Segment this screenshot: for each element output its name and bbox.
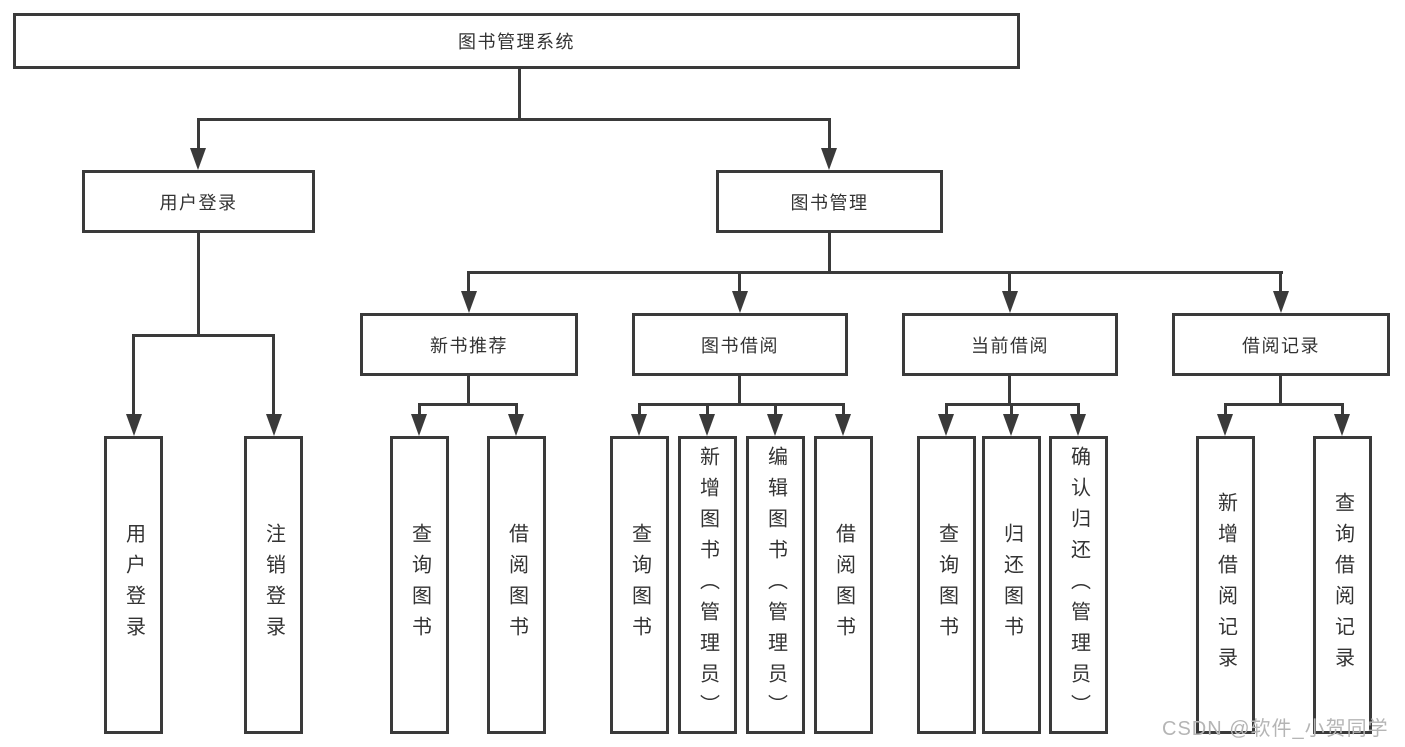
connector-line [1010,403,1013,417]
leaf-label: 查询借阅记录 [1331,492,1354,678]
arrowhead-down-icon [821,148,837,170]
connector-line [1224,403,1344,406]
connector-line [1008,271,1011,295]
connector-line [774,403,777,417]
arrowhead-down-icon [631,414,647,436]
node-label: 图书借阅 [701,335,779,356]
connector-line [132,334,275,337]
connector-line [467,376,470,405]
arrowhead-down-icon [1217,414,1233,436]
leaf-borrow-books-recommend: 借阅图书 [487,436,546,734]
connector-line [132,334,135,416]
leaf-query-books-borrowing: 查询图书 [610,436,669,734]
node-library-system: 图书管理系统 [13,13,1020,69]
leaf-confirm-return-admin: 确认归还（管理员） [1049,436,1108,734]
leaf-label: 用户登录 [122,523,145,647]
arrowhead-down-icon [411,414,427,436]
arrowhead-down-icon [508,414,524,436]
node-label: 当前借阅 [971,335,1049,356]
connector-line [467,271,470,295]
connector-line [467,271,1283,274]
leaf-label: 新增图书（管理员） [696,445,719,725]
connector-line [1077,403,1080,417]
connector-line [197,118,200,151]
node-current-borrowing: 当前借阅 [902,313,1118,376]
arrowhead-down-icon [266,414,282,436]
leaf-query-books-recommend: 查询图书 [390,436,449,734]
connector-line [638,403,641,417]
arrowhead-down-icon [1003,414,1019,436]
connector-line [197,118,831,121]
arrowhead-down-icon [835,414,851,436]
leaf-logout: 注销登录 [244,436,303,734]
node-borrowing-records: 借阅记录 [1172,313,1390,376]
leaf-label: 查询图书 [628,523,651,647]
node-label: 图书管理 [790,192,869,213]
connector-line [828,233,831,273]
leaf-query-borrow-record: 查询借阅记录 [1313,436,1372,734]
leaf-edit-books-admin: 编辑图书（管理员） [746,436,805,734]
arrowhead-down-icon [1334,414,1350,436]
connector-line [1341,403,1344,417]
arrowhead-down-icon [190,148,206,170]
connector-line [945,403,948,417]
connector-line [418,403,518,406]
connector-line [738,271,741,295]
arrowhead-down-icon [1002,291,1018,313]
connector-line [638,403,845,406]
node-book-management: 图书管理 [716,170,943,233]
arrowhead-down-icon [1070,414,1086,436]
node-book-borrowing: 图书借阅 [632,313,848,376]
connector-line [418,403,421,417]
connector-line [842,403,845,417]
leaf-label: 借阅图书 [505,523,528,647]
leaf-label: 编辑图书（管理员） [764,445,787,725]
node-label: 借阅记录 [1242,335,1320,356]
leaf-label: 归还图书 [1000,523,1023,647]
node-user-login: 用户登录 [82,170,315,233]
arrowhead-down-icon [126,414,142,436]
connector-line [272,334,275,416]
leaf-add-books-admin: 新增图书（管理员） [678,436,737,734]
connector-line [738,376,741,405]
connector-line [1279,271,1282,295]
leaf-return-books: 归还图书 [982,436,1041,734]
leaf-label: 查询图书 [408,523,431,647]
connector-line [828,118,831,151]
leaf-label: 注销登录 [262,523,285,647]
connector-line [518,68,521,120]
leaf-borrow-books: 借阅图书 [814,436,873,734]
arrowhead-down-icon [767,414,783,436]
leaf-query-books-current: 查询图书 [917,436,976,734]
connector-line [197,233,200,336]
node-label: 图书管理系统 [458,32,575,52]
connector-line [706,403,709,417]
leaf-user-login: 用户登录 [104,436,163,734]
arrowhead-down-icon [461,291,477,313]
leaf-label: 查询图书 [935,523,958,647]
node-new-book-recommend: 新书推荐 [360,313,578,376]
leaf-label: 新增借阅记录 [1214,492,1237,678]
arrowhead-down-icon [699,414,715,436]
connector-line [1224,403,1227,417]
leaf-add-borrow-record: 新增借阅记录 [1196,436,1255,734]
arrowhead-down-icon [938,414,954,436]
arrowhead-down-icon [732,291,748,313]
csdn-watermark: CSDN @软件_小贺同学 [1162,718,1389,740]
connector-line [1008,376,1011,405]
connector-line [515,403,518,417]
arrowhead-down-icon [1273,291,1289,313]
connector-line [1279,376,1282,405]
node-label: 用户登录 [159,192,238,213]
node-label: 新书推荐 [430,335,508,356]
leaf-label: 确认归还（管理员） [1067,445,1090,725]
leaf-label: 借阅图书 [832,523,855,647]
